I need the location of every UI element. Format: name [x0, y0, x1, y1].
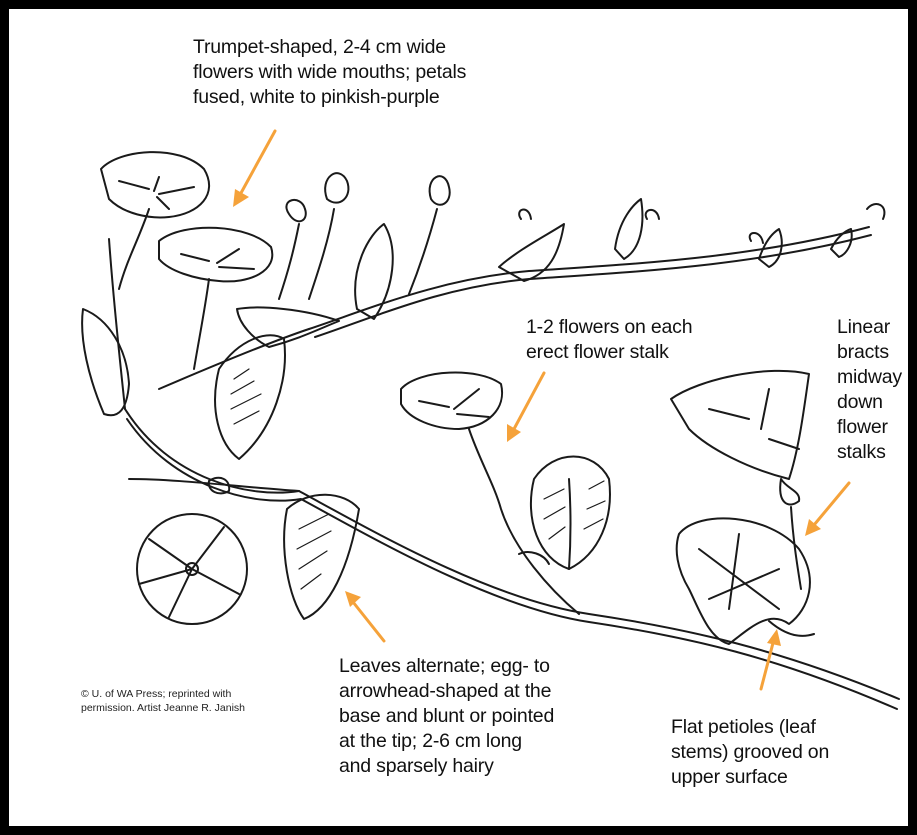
open-flower-bottom-left: [137, 478, 247, 624]
label-line: flower: [837, 416, 888, 438]
label-line: stalks: [837, 441, 886, 463]
flower-buds-top: [279, 173, 884, 299]
trumpet-flower-right: [671, 371, 809, 589]
label-line: fused, white to pinkish-purple: [193, 86, 440, 108]
copyright-credit: © U. of WA Press; reprinted with permiss…: [81, 687, 245, 715]
label-line: flowers with wide mouths; petals: [193, 61, 466, 83]
label-flowers: Trumpet-shaped, 2-4 cm wide flowers with…: [193, 35, 466, 110]
callout-arrow-icon: [507, 373, 544, 442]
credit-line: permission. Artist Jeanne R. Janish: [81, 702, 245, 714]
label-line: Leaves alternate; egg- to: [339, 655, 550, 677]
label-bracts: Linear bracts midway down flower stalks: [837, 315, 902, 465]
label-line: down: [837, 391, 883, 413]
callout-arrow-icon: [233, 131, 275, 207]
label-line: upper surface: [671, 766, 788, 788]
vine-stems: [109, 227, 899, 709]
label-line: stems) grooved on: [671, 741, 829, 763]
label-line: midway: [837, 366, 902, 388]
leaf-center: [519, 457, 610, 570]
label-line: 1-2 flowers on each: [526, 316, 692, 338]
label-line: arrowhead-shaped at the: [339, 680, 551, 702]
credit-line: © U. of WA Press; reprinted with: [81, 688, 231, 700]
callout-arrow-icon: [805, 483, 849, 536]
leaves-left: [82, 309, 359, 619]
label-petioles: Flat petioles (leaf stems) grooved on up…: [671, 715, 829, 790]
label-line: bracts: [837, 341, 889, 363]
trumpet-flower-center: [401, 373, 579, 614]
illustration-frame: Trumpet-shaped, 2-4 cm wide flowers with…: [9, 9, 908, 826]
label-line: erect flower stalk: [526, 341, 669, 363]
trumpet-flower-center-left: [159, 228, 272, 369]
label-line: Trumpet-shaped, 2-4 cm wide: [193, 36, 446, 58]
label-line: at the tip; 2-6 cm long: [339, 730, 522, 752]
label-line: Flat petioles (leaf: [671, 716, 816, 738]
label-line: Linear: [837, 316, 890, 338]
label-line: and sparsely hairy: [339, 755, 494, 777]
callout-arrows: [233, 131, 849, 689]
callout-arrow-icon: [345, 591, 384, 641]
label-flower-stalk: 1-2 flowers on each erect flower stalk: [526, 315, 692, 365]
label-leaves: Leaves alternate; egg- to arrowhead-shap…: [339, 654, 554, 779]
trumpet-flower-top-left: [101, 152, 209, 289]
label-line: base and blunt or pointed: [339, 705, 554, 727]
